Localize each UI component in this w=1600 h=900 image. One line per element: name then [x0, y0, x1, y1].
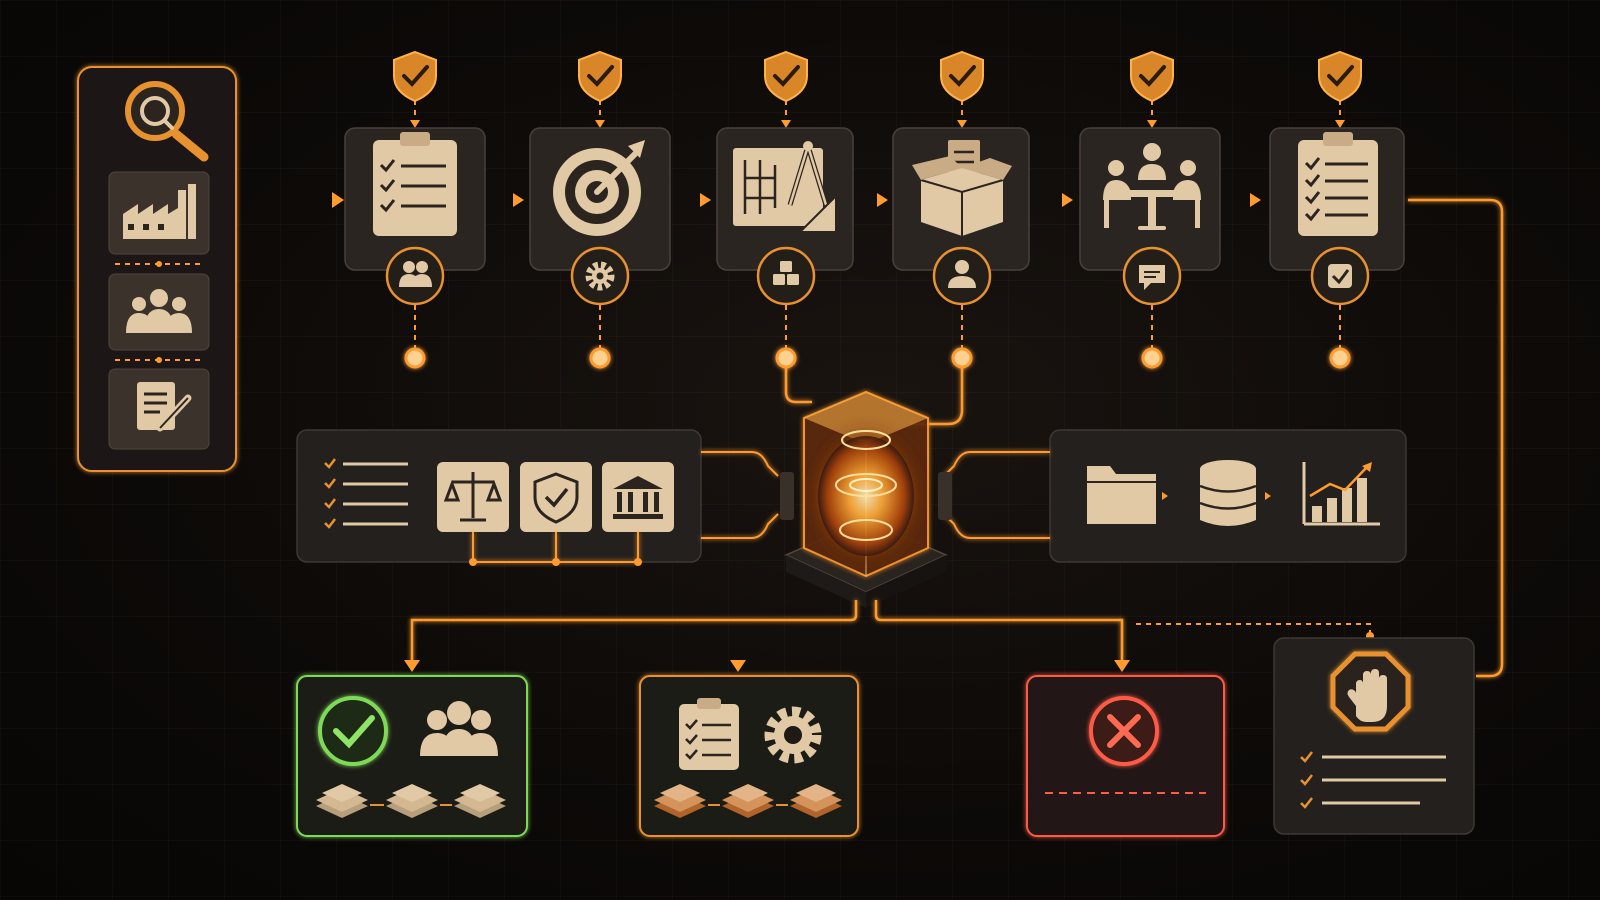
stage-1: [344, 50, 486, 306]
checkbox-icon: [1328, 264, 1352, 288]
input-panel: [77, 66, 237, 472]
factory-icon: [123, 184, 196, 239]
database-icon: [1199, 460, 1257, 526]
layers-icon: [654, 784, 842, 818]
stage-2: [529, 50, 671, 306]
shield-check-icon: [764, 50, 808, 103]
blueprint-tools-icon: [733, 141, 837, 233]
shield-check-icon: [1130, 50, 1174, 103]
clipboard-checklist-icon: [1298, 132, 1378, 236]
checklist-icon: [1300, 751, 1446, 809]
clipboard-checklist-icon: [373, 132, 457, 236]
clipboard-checklist-icon: [679, 698, 739, 770]
x-circle-icon: [1089, 696, 1159, 766]
cubes-icon: [773, 261, 799, 285]
chat-icon: [1139, 265, 1165, 290]
people-icon: [399, 261, 432, 287]
governance-core-links: [701, 451, 786, 539]
output-routing: [404, 198, 1504, 678]
scales-icon: [443, 472, 503, 522]
checklist-icon: [324, 458, 408, 529]
outcome-revise: [639, 675, 859, 837]
gear-icon: [764, 706, 822, 764]
stage-5: [1079, 50, 1221, 306]
input-arrow: [238, 192, 344, 208]
stage-3: [716, 50, 854, 306]
layers-icon: [316, 784, 506, 818]
gear-icon: [585, 261, 615, 291]
governance-panel: [296, 429, 702, 566]
stage-4: [892, 50, 1030, 306]
bar-chart-icon: [1302, 462, 1380, 526]
target-icon: [553, 140, 645, 236]
check-circle-icon: [318, 696, 388, 766]
document-edit-icon: [137, 382, 192, 432]
shield-check-icon: [393, 50, 437, 103]
people-group-icon: [126, 289, 192, 333]
person-icon: [948, 260, 976, 288]
data-panel: [1049, 429, 1407, 563]
shield-check-icon: [940, 50, 984, 103]
bank-icon: [613, 476, 663, 519]
shield-check-icon: [578, 50, 622, 103]
shield-check-icon: [533, 472, 579, 524]
meeting-table-icon: [1103, 143, 1201, 230]
stop-hand-icon: [1330, 651, 1411, 732]
glowing-core-icon: [780, 390, 952, 608]
stage-6: [1269, 50, 1405, 306]
magnifier-icon: [125, 81, 209, 162]
outcome-approved: [296, 675, 528, 837]
shield-check-icon: [1318, 50, 1362, 103]
outcome-stop: [1273, 637, 1475, 835]
folder-icon: [1087, 466, 1156, 524]
open-box-icon: [912, 140, 1012, 236]
outcome-rejected: [1026, 675, 1225, 837]
bus-connections: [404, 305, 1351, 430]
people-group-icon: [420, 701, 498, 756]
